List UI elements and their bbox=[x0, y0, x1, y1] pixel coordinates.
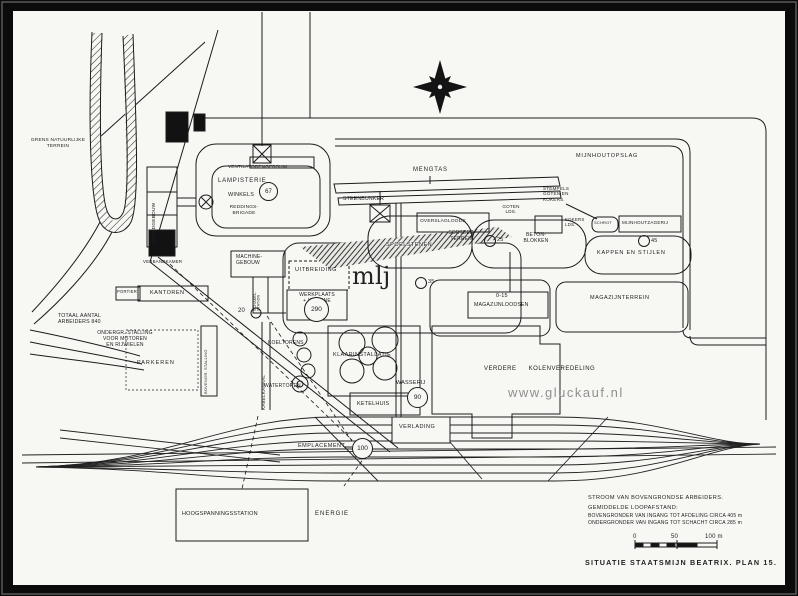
label-overslagloods: OVERSLAGLOODS bbox=[420, 219, 466, 224]
label-betonblokken: BETON- BLOKKEN bbox=[523, 232, 549, 244]
label-magazijnterrein: MAGAZIJNTERREIN bbox=[590, 295, 650, 301]
label-verbandkamer: VERBANDKAMER bbox=[143, 259, 183, 264]
label-watertoren: WATERTOREN bbox=[264, 383, 301, 389]
label-emplacement: EMPLACEMENT bbox=[298, 443, 346, 449]
label-wasserij: WASSERIJ bbox=[396, 380, 426, 386]
marker-100: 100 bbox=[352, 438, 373, 459]
label-winkels: WINKELS bbox=[228, 192, 255, 198]
label-stempels-goten-kokers: STEMPELS GOTEN EN KOKERS. bbox=[543, 186, 570, 202]
marker-25: 25 bbox=[497, 237, 504, 243]
plan-title: SITUATIE STAATSMIJN BEATRIX. PLAN 15. bbox=[585, 558, 778, 567]
label-klaarinstallatie: KLAARINSTALLATIE bbox=[333, 352, 392, 358]
loop-road bbox=[89, 31, 138, 233]
label-parkeren: PARKEREN bbox=[137, 360, 175, 366]
label-schakelstation: SCHAKEL- STATION bbox=[253, 291, 261, 311]
label-koeltorens: KOELTORENS bbox=[268, 340, 304, 346]
label-steenbunker: STEENBUNKER bbox=[343, 196, 385, 202]
shaft-area-buildings bbox=[146, 111, 331, 257]
label-magazijnloodsen: MAGAZIJNLOODSEN bbox=[474, 302, 529, 308]
scale-bar bbox=[634, 540, 718, 549]
label-bovengrondse-stalling: BOVENGR. STALLING bbox=[203, 349, 208, 394]
label-sorteerterrein: SORTEER- TERREIN bbox=[448, 230, 476, 242]
mengtas-and-conveyors bbox=[333, 176, 562, 418]
info-loopafstand: GEMIDDELDE LOOPAFSTAND: bbox=[588, 505, 679, 511]
label-totaal-aantal-arbeiders: TOTAAL AANTAL ARBEIDERS 840 bbox=[58, 313, 102, 326]
spoelstenen-hatch bbox=[300, 227, 512, 269]
label-kappen-en-stijlen: KAPPEN EN STIJLEN bbox=[597, 250, 666, 256]
label-ondergrondse-stalling: ONDERGR. STALLING VOOR MOTOREN EN RIJWIE… bbox=[97, 330, 153, 348]
compass-star bbox=[413, 60, 467, 114]
label-schrot: SCHROT bbox=[594, 220, 613, 225]
label-hoofdgebouw: HOOFDGEBOUW bbox=[152, 202, 157, 244]
label-kokers-loods: KOKERS LDS. bbox=[565, 217, 585, 228]
label-mengtas: MENGTAS bbox=[413, 167, 448, 173]
label-magazijn-range: 0-15 bbox=[496, 293, 508, 299]
label-ventilatorengebouw: VENTILATORENGEBOUW bbox=[228, 164, 288, 169]
label-mlj: mlj bbox=[352, 262, 391, 290]
label-mijnhoutzagerij: MIJNHOUTZAGERIJ bbox=[622, 220, 669, 225]
marker-45: 45 bbox=[651, 238, 658, 244]
label-portier: PORTIER bbox=[117, 289, 137, 294]
label-verlading: VERLADING bbox=[399, 424, 436, 430]
info-bovengronder: BOVENGRONDER VAN INGANG TOT AFDELING CIR… bbox=[588, 513, 743, 519]
label-energie: ENERGIE bbox=[315, 511, 350, 517]
info-stroom: STROOM VAN BOVENGRONDSE ARBEIDERS. bbox=[588, 495, 724, 501]
scale-tick-100: 100 m bbox=[705, 534, 723, 540]
label-reddingsbrigade: REDDINGS- BRIGADE bbox=[229, 205, 259, 216]
label-hoogspanningsstation: HOOGSPANNINGSSTATION bbox=[182, 511, 258, 517]
marker-35: 35 bbox=[428, 279, 435, 285]
label-lampisterie: LAMPISTERIE bbox=[218, 178, 267, 184]
marker-290: 290 bbox=[304, 297, 329, 322]
label-mijnhoutopslag: MIJNHOUTOPSLAG bbox=[576, 153, 639, 159]
label-spoelstenen: SPOELSTENEN bbox=[386, 242, 433, 248]
info-ondergronder: ONDERGRONDER VAN INGANG TOT SCHACHT CIRC… bbox=[588, 520, 742, 526]
label-kantoren: KANTOREN bbox=[150, 290, 185, 296]
marker-90: 90 bbox=[407, 387, 428, 408]
energy-area bbox=[169, 263, 561, 542]
label-goten-loods: GOTEN LDS. bbox=[502, 204, 520, 215]
label-ketelhuis: KETELHUIS bbox=[357, 401, 390, 407]
marker-67: 67 bbox=[259, 182, 278, 201]
roads-and-canal-left bbox=[29, 221, 145, 371]
paper-area bbox=[13, 11, 785, 585]
label-grens-natuurlijk-terrein: GRENS NATUURLIJKE TERREIN bbox=[30, 138, 86, 149]
scale-tick-50: 50 bbox=[671, 534, 679, 540]
label-uitbreiding: UITBREIDING bbox=[295, 267, 338, 273]
site-boundary bbox=[89, 12, 767, 453]
label-verdere-kolenveredeling: VERDERE KOLENVEREDELING bbox=[484, 366, 596, 372]
railyard bbox=[21, 416, 777, 482]
marker-20: 20 bbox=[238, 308, 246, 314]
industrial-right bbox=[300, 203, 692, 337]
label-machinegebouw: MACHINE- GEBOUW bbox=[236, 254, 263, 266]
scale-tick-0: 0 bbox=[633, 534, 637, 540]
label-kabelkanaal: KABELKANAAL bbox=[261, 374, 266, 410]
watermark-gluckauf: www.gluckauf.nl bbox=[508, 385, 624, 400]
center-buildings bbox=[115, 242, 522, 410]
